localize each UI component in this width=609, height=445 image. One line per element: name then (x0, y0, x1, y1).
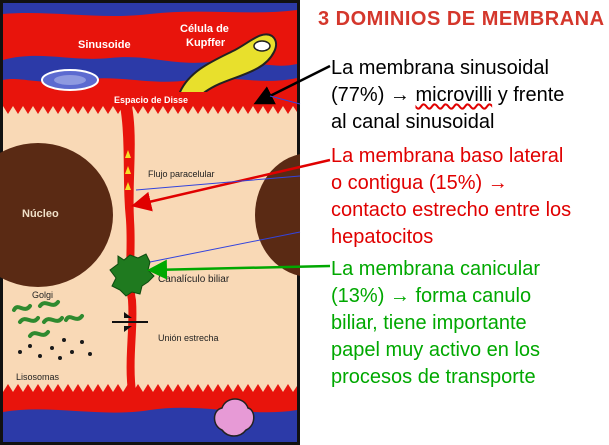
lateral-membrane (120, 106, 137, 392)
pointer-basolateral (131, 158, 331, 212)
nucleus-right (255, 154, 300, 276)
microvilli-word: microvilli (415, 84, 493, 106)
desc-canicular-line1: La membrana canicular (331, 258, 540, 280)
label-kupffer-2: Kupffer (186, 37, 226, 49)
page-title: 3 DOMINIOS DE MEMBRANA (318, 8, 605, 30)
desc-basolateral: La membrana baso lateral o contigua (15%… (331, 143, 609, 251)
label-flujo: Flujo paracelular (148, 169, 215, 179)
endothelium-top-2 (3, 3, 297, 16)
desc-basolateral-line3: contacto estrecho entre los (331, 199, 572, 221)
desc-sinusoidal: La membrana sinusoidal (77%) → microvill… (331, 55, 607, 136)
desc-sinusoidal-rest: y frente (492, 84, 565, 106)
label-espacio-disse: Espacio de Disse (114, 95, 188, 105)
tight-junction-arrows (124, 312, 132, 332)
arrow-icon: → (389, 84, 410, 106)
liver-membrane-diagram: Sinusoide Célula de Kupffer Espacio de D… (0, 0, 300, 445)
desc-sinusoidal-prefix: (77%) (331, 84, 390, 106)
desc-canicular-line3: biliar, tiene importante (331, 312, 527, 334)
desc-canicular-line4: papel muy activo en los (331, 339, 541, 361)
label-union: Unión estrecha (158, 333, 219, 343)
lysosomes (18, 338, 92, 360)
golgi-apparatus (12, 300, 84, 338)
desc-basolateral-line4: hepatocitos (331, 226, 434, 248)
desc-basolateral-line2: o contigua (15%) → (331, 172, 508, 194)
label-golgi: Golgi (32, 290, 53, 300)
pointer-canicular (147, 259, 331, 280)
label-kupffer-1: Célula de (180, 23, 229, 35)
label-sinusoide: Sinusoide (78, 39, 131, 51)
desc-canicular: La membrana canicular (13%) → forma canu… (331, 256, 609, 391)
kupffer-nucleus (253, 40, 271, 52)
paracellular-flow (125, 150, 131, 190)
microvilli-fringe (3, 106, 297, 114)
nucleus-left (0, 143, 113, 287)
guide-blue-1 (269, 95, 301, 105)
disse-space (3, 92, 297, 106)
endothelial-nucleus-inner (54, 75, 86, 85)
guide-blue-2 (135, 175, 301, 191)
guide-blue-3 (149, 231, 301, 263)
desc-sinusoidal-line1: La membrana sinusoidal (331, 57, 549, 79)
red-cell-bottom (213, 398, 255, 437)
label-lisosomas: Lisosomas (16, 372, 60, 382)
desc-sinusoidal-line2: (77%) → microvilli y frente (331, 82, 607, 109)
pointer-sinusoidal (253, 64, 331, 105)
microvilli-fringe-bottom (3, 384, 297, 392)
desc-canicular-line2: (13%) → forma canulo (331, 285, 532, 307)
desc-sinusoidal-line3: al canal sinusoidal (331, 111, 495, 133)
desc-basolateral-line1: La membrana baso lateral (331, 145, 564, 167)
desc-canicular-line5: procesos de transporte (331, 366, 536, 388)
label-nucleo: Núcleo (22, 208, 59, 220)
label-canaliculo: Canalículo biliar (158, 274, 230, 285)
